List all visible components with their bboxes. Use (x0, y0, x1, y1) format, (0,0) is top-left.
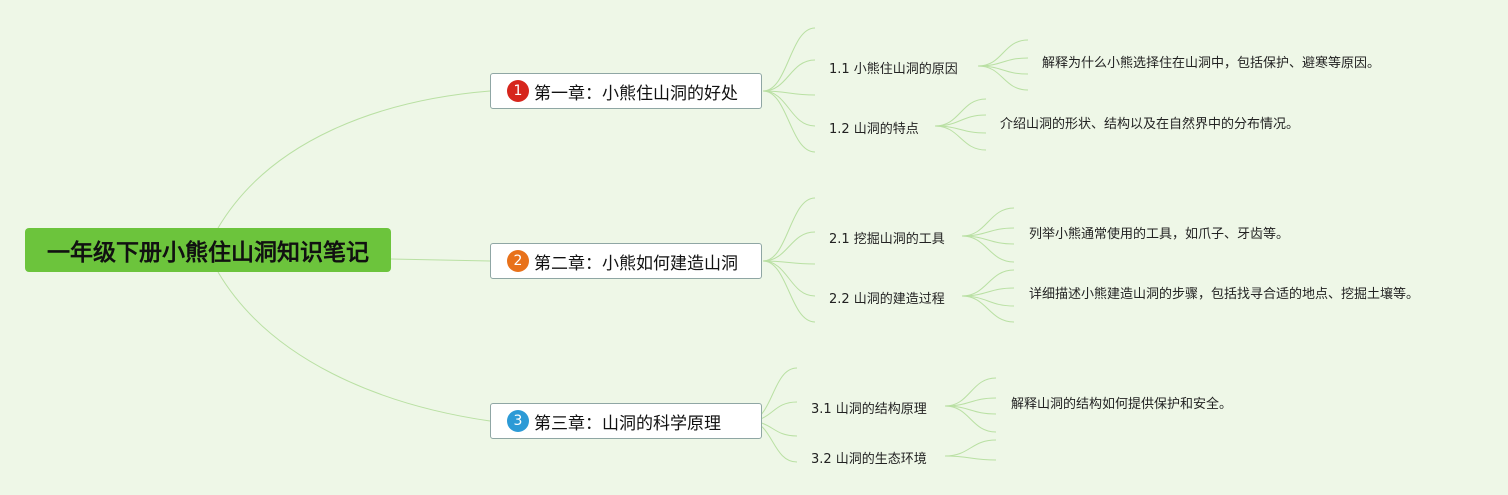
connector-line-24 (934, 125, 987, 151)
chapter-1-number-badge: 1 (507, 80, 529, 102)
connector-line-6 (762, 90, 816, 127)
root-topic[interactable]: 一年级下册小熊住山洞知识笔记 (25, 228, 391, 272)
chapter-1-topic[interactable]: 1 第一章：小熊住山洞的好处 (490, 73, 762, 109)
chapter-2-label: 第二章：小熊如何建造山洞 (534, 253, 738, 274)
connector-line-10 (762, 260, 816, 265)
chapter-3-topic[interactable]: 3 第三章：山洞的科学原理 (490, 403, 762, 439)
section-2-2-topic[interactable]: 2.2 山洞的建造过程 (829, 292, 945, 307)
connector-line-37 (944, 439, 997, 457)
connector-line-25 (961, 207, 1015, 237)
section-3-1-topic[interactable]: 3.1 山洞的结构原理 (811, 402, 927, 417)
section-1-2-topic[interactable]: 1.2 山洞的特点 (829, 122, 919, 137)
connector-line-0 (217, 90, 491, 229)
connector-line-3 (762, 27, 816, 92)
root-topic-label: 一年级下册小熊住山洞知识笔记 (47, 240, 369, 266)
connector-line-5 (762, 90, 816, 96)
section-2-1-topic[interactable]: 2.1 挖掘山洞的工具 (829, 232, 945, 247)
chapter-2-number-badge: 2 (507, 250, 529, 272)
connector-line-38 (944, 455, 997, 461)
chapter-3-label: 第三章：山洞的科学原理 (534, 413, 721, 434)
connector-line-11 (762, 260, 816, 297)
connector-line-4 (762, 59, 816, 92)
section-1-2-detail[interactable]: 介绍山洞的形状、结构以及在自然界中的分布情况。 (1000, 117, 1300, 132)
connector-line-9 (762, 231, 816, 262)
connector-line-2 (217, 271, 491, 422)
connector-line-8 (762, 197, 816, 262)
section-1-1-topic[interactable]: 1.1 小熊住山洞的原因 (829, 62, 958, 77)
connector-line-7 (762, 90, 816, 153)
section-1-1-detail[interactable]: 解释为什么小熊选择住在山洞中，包括保护、避寒等原因。 (1042, 56, 1381, 71)
connector-line-36 (944, 405, 997, 433)
section-3-2-topic[interactable]: 3.2 山洞的生态环境 (811, 452, 927, 467)
connector-line-22 (934, 114, 987, 127)
section-3-1-detail[interactable]: 解释山洞的结构如何提供保护和安全。 (1011, 397, 1233, 412)
connector-line-33 (944, 377, 997, 407)
connector-line-20 (977, 65, 1029, 91)
chapter-1-label: 第一章：小熊住山洞的好处 (534, 83, 738, 104)
connector-line-31 (961, 295, 1015, 307)
connector-line-21 (934, 98, 987, 127)
connector-line-1 (390, 258, 491, 262)
section-2-1-detail[interactable]: 列举小熊通常使用的工具，如爪子、牙齿等。 (1029, 227, 1290, 242)
connector-line-28 (961, 235, 1015, 263)
connector-line-12 (762, 260, 816, 323)
chapter-2-topic[interactable]: 2 第二章：小熊如何建造山洞 (490, 243, 762, 279)
connector-line-32 (961, 295, 1015, 323)
chapter-3-number-badge: 3 (507, 410, 529, 432)
section-2-2-detail[interactable]: 详细描述小熊建造山洞的步骤，包括找寻合适的地点、挖掘土壤等。 (1029, 287, 1420, 302)
